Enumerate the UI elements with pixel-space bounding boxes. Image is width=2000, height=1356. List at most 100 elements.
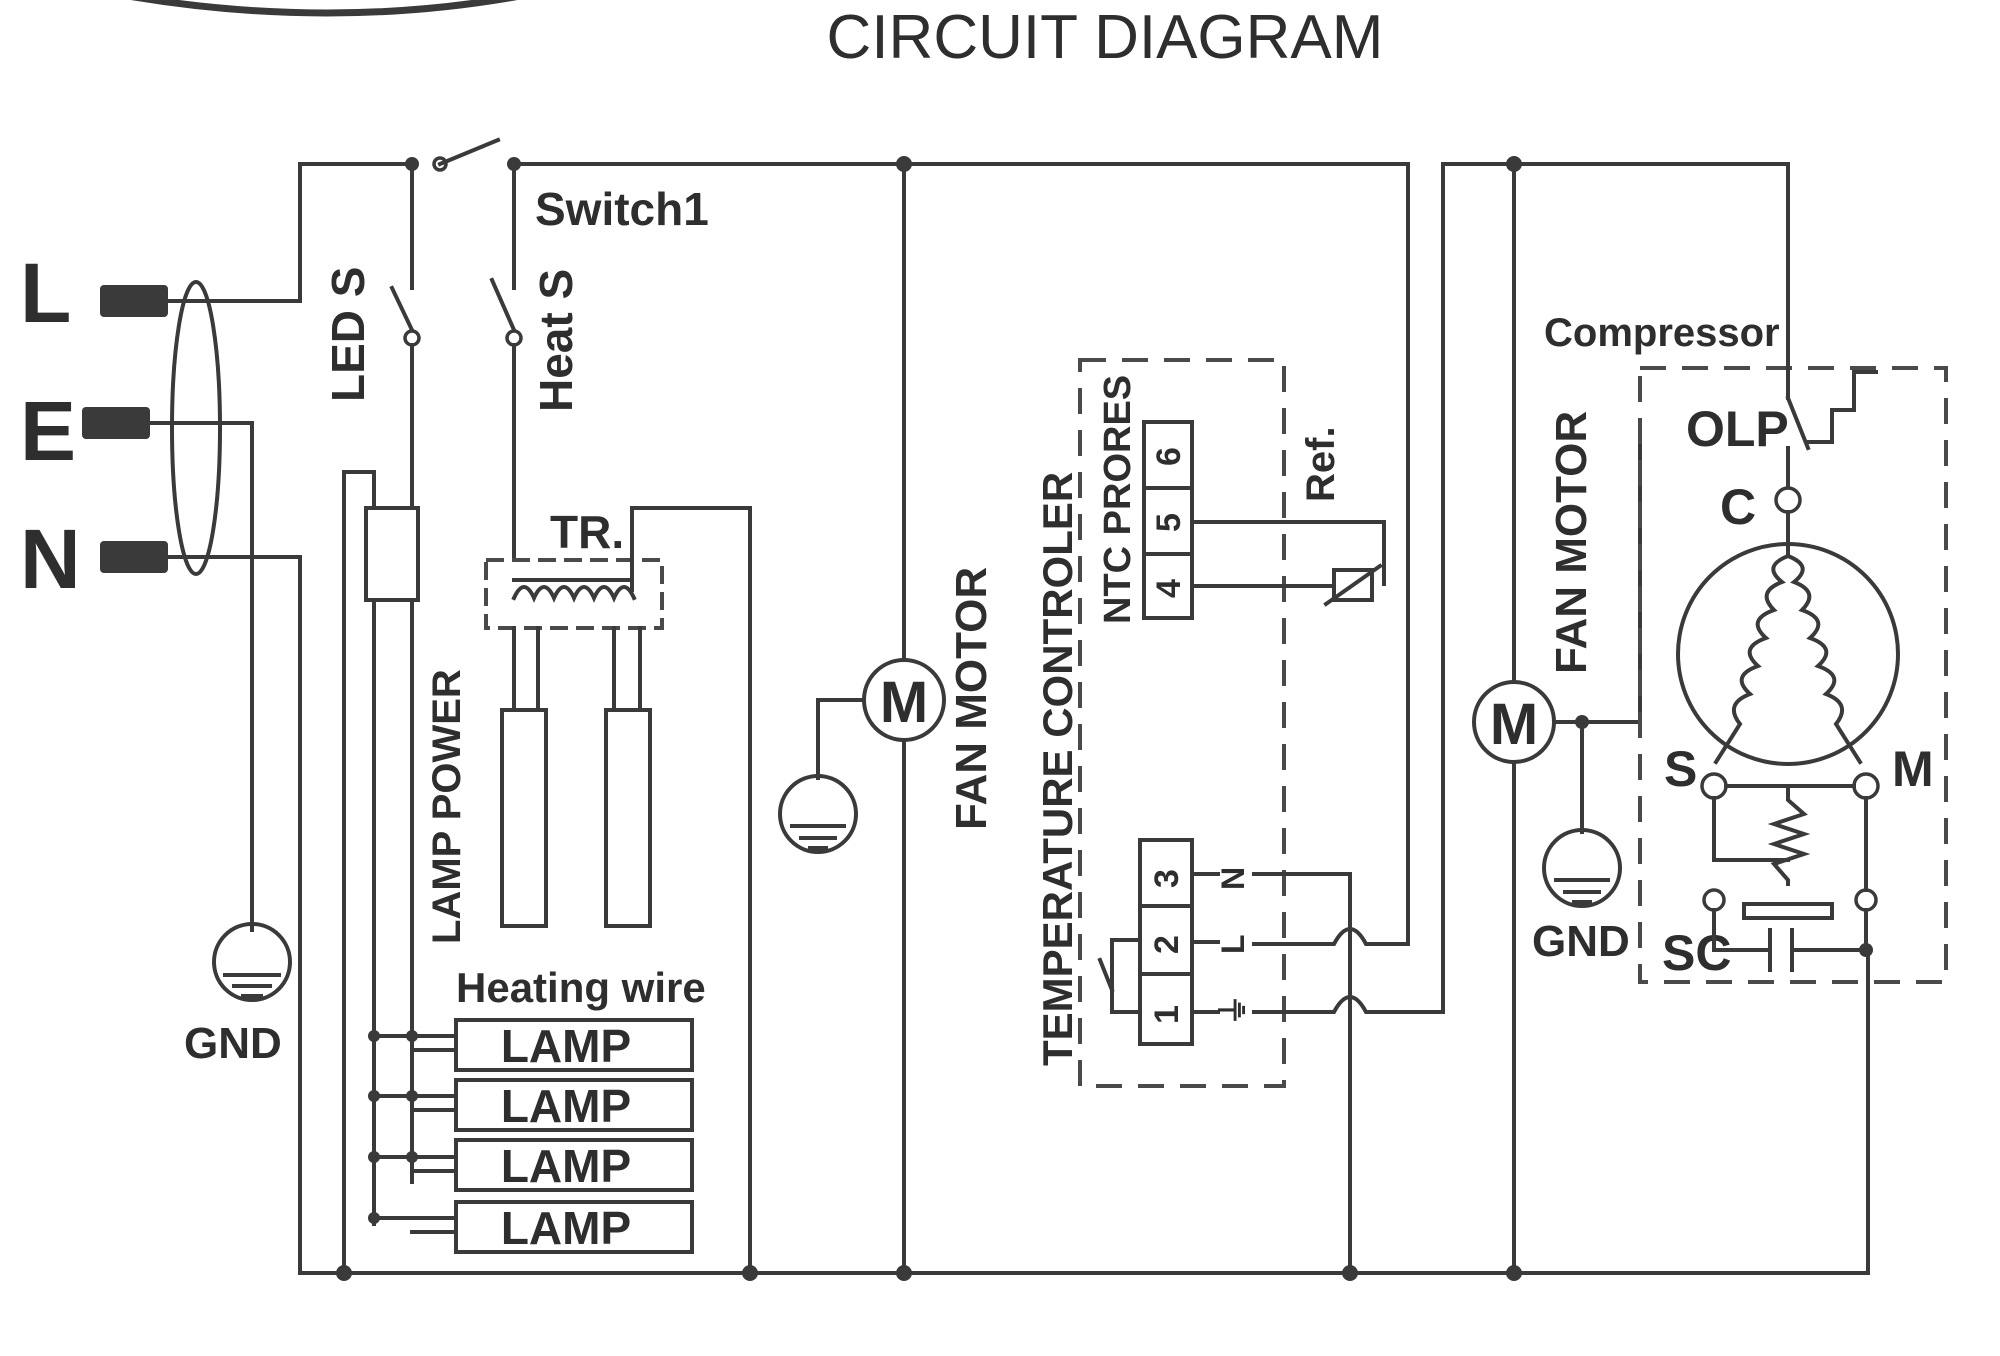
fan-motor-right-label: FAN MOTOR — [1547, 411, 1596, 674]
junction-bottom-ctrl — [1342, 1265, 1358, 1281]
sc-capacitor-body — [1742, 902, 1834, 920]
heater-element-1 — [500, 708, 548, 928]
heat-s-contact — [489, 277, 517, 333]
m-terminal — [1852, 772, 1880, 800]
junction-bottom-fan-left — [896, 1265, 912, 1281]
pin-name-ground: ⏚ — [1215, 994, 1251, 1026]
sc-label: SC — [1662, 925, 1731, 981]
heat-s-label: Heat S — [530, 269, 582, 412]
junction-top-fan-right — [1506, 156, 1522, 172]
transformer-coil — [511, 578, 637, 603]
gnd-label-left: GND — [184, 1019, 282, 1068]
junction-fan-right-ground — [1575, 715, 1589, 729]
compressor-box — [1638, 366, 1948, 984]
heat-s-terminal — [505, 329, 523, 347]
led-s-label: LED S — [322, 267, 374, 402]
junction-bottom-tr — [742, 1265, 758, 1281]
wire-fan-left-ground — [816, 698, 866, 780]
wire-ctrl-N — [1252, 872, 1352, 1275]
wire-N — [166, 555, 302, 1275]
relay-contact-blade — [1097, 957, 1115, 993]
wire-lamp-power-left — [342, 470, 376, 1275]
heater-element-2 — [604, 708, 652, 928]
winding-main — [1785, 553, 1863, 765]
transformer-label: TR. — [550, 506, 624, 558]
plug-L — [100, 285, 168, 317]
junction-bottom-fan-right — [1506, 1265, 1522, 1281]
temp-controller-label: TEMPERATURE CONTROLER — [1034, 472, 1081, 1066]
ground-symbol-fan-right — [1542, 828, 1622, 908]
switch1-label: Switch1 — [535, 183, 709, 235]
ntc-pin-5: 5 — [1150, 513, 1188, 532]
wire-ctrl-G — [1252, 162, 1445, 1014]
cable-bundle — [170, 280, 222, 576]
lamp-power-label: LAMP POWER — [425, 669, 469, 944]
wire-ctrl-L — [1252, 162, 1410, 946]
pin-name-L: L — [1215, 934, 1251, 954]
ntc-pin-block — [1142, 420, 1194, 620]
ptc-starter — [1767, 784, 1811, 886]
label-N: N — [20, 512, 81, 606]
logo-arc — [130, 0, 518, 17]
sc-junction — [1859, 943, 1873, 957]
switch1 — [405, 137, 521, 172]
lamp-2-box — [454, 1078, 694, 1132]
compressor-motor-circle — [1676, 542, 1900, 766]
power-pin-block — [1138, 838, 1194, 1046]
label-L: L — [20, 246, 71, 340]
compressor-label: Compressor — [1544, 311, 1780, 355]
lamp-power-box — [364, 506, 420, 602]
ntc-pin-6: 6 — [1150, 447, 1188, 466]
c-terminal — [1774, 486, 1802, 514]
lamp-group — [368, 1030, 458, 1234]
transformer-box — [484, 558, 664, 630]
wire-s-starter — [1712, 796, 1790, 862]
junction-bottom-lamp — [336, 1265, 352, 1281]
winding-start — [1713, 553, 1791, 765]
fan-motor-right-m: M — [1490, 692, 1538, 757]
lamp-1-label: LAMP — [501, 1020, 631, 1072]
relay-contact — [1110, 938, 1142, 1014]
wire-L — [166, 162, 302, 303]
wire-compressor-return — [1864, 948, 1870, 1275]
wire-tr-right — [630, 506, 752, 1275]
power-pin-1: 1 — [1148, 1005, 1186, 1024]
power-pin-2: 2 — [1148, 935, 1186, 954]
ntc-sensor-symbol — [1323, 563, 1383, 607]
s-terminal — [1700, 772, 1728, 800]
ntc-pin-4: 4 — [1150, 579, 1188, 598]
wire-sc-bottom — [1712, 908, 1772, 952]
lamp-4-box — [454, 1200, 694, 1254]
heating-wire-label: Heating wire — [456, 964, 706, 1011]
ntc-label: NTC PRORES — [1097, 375, 1139, 624]
wire-ntc-5 — [1190, 520, 1386, 586]
olp-heater — [1806, 370, 1878, 444]
pin-name-N: N — [1215, 867, 1251, 890]
ref-label: Ref. — [1299, 426, 1343, 502]
label-E: E — [20, 384, 76, 478]
plug-N — [100, 541, 168, 573]
lamp-1-box — [454, 1018, 694, 1072]
ground-symbol-fan-left — [778, 774, 858, 854]
plug-E — [82, 407, 150, 439]
lamp-3-box — [454, 1138, 694, 1192]
power-pin-3: 3 — [1148, 869, 1186, 888]
wire-E — [148, 421, 254, 932]
c-label: C — [1720, 479, 1756, 535]
sc-terminal-right — [1854, 888, 1878, 912]
junction-top-fan-left — [896, 156, 912, 172]
ground-symbol-left — [212, 922, 292, 1002]
led-s-contact — [389, 285, 415, 333]
gnd-label-right: GND — [1532, 917, 1630, 966]
sc-terminal-left — [1702, 888, 1726, 912]
lamp-3-label: LAMP — [501, 1140, 631, 1192]
fan-motor-left-label: FAN MOTOR — [947, 567, 996, 830]
fan-motor-left-m: M — [880, 670, 928, 735]
diagram-title: CIRCUIT DIAGRAM — [827, 3, 1384, 72]
lamp-4-label: LAMP — [501, 1202, 631, 1254]
olp-label: OLP — [1686, 401, 1789, 457]
lamp-2-label: LAMP — [501, 1080, 631, 1132]
temp-controller-box — [1078, 358, 1286, 1088]
m-label: M — [1892, 741, 1934, 797]
